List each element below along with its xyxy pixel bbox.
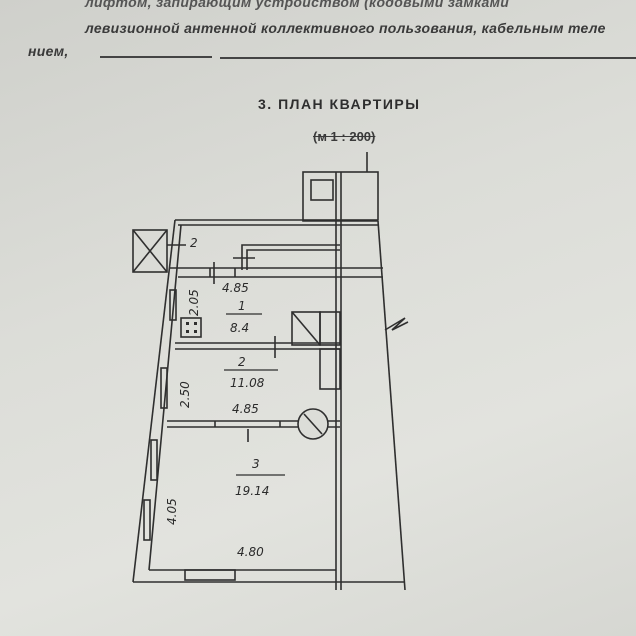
window [150, 439, 158, 481]
left-inner-wall [148, 224, 182, 571]
balcony [132, 229, 168, 273]
left-outer-wall [132, 219, 176, 583]
room-2-depth: 2.50 [178, 381, 192, 408]
window [169, 289, 177, 321]
room-3-width: 4.80 [237, 545, 264, 559]
vent [310, 179, 334, 201]
window [160, 367, 168, 409]
room-2-area: 11.08 [230, 376, 265, 390]
fill-in-blank [100, 56, 212, 58]
text-line-2: левизионной антенной коллективного польз… [85, 20, 606, 36]
section-title: 3. ПЛАН КВАРТИРЫ [258, 96, 421, 112]
window [184, 569, 236, 581]
right-outer-wall [377, 220, 406, 591]
text-line-3: нием, [28, 43, 69, 59]
fill-in-blank [220, 57, 636, 59]
room-1-width: 4.85 [222, 281, 249, 295]
top-wall [175, 219, 378, 222]
room-2-width: 4.85 [232, 402, 259, 416]
room-1-area: 8.4 [230, 321, 249, 335]
room-2-number: 2 [238, 355, 246, 369]
room-1-depth: 2.05 [187, 289, 201, 316]
break-line [384, 317, 409, 331]
room-1-number: 1 [238, 299, 246, 313]
window [143, 499, 151, 541]
room-3-area: 19.14 [235, 484, 269, 498]
room-3-depth: 4.05 [165, 498, 179, 525]
scale-label: (м 1 : 200) [313, 129, 376, 144]
room-3-number: 3 [252, 457, 260, 471]
balcony-label: 2 [190, 236, 198, 250]
text-line-1: лифтом, запирающим устройством (кодовыми… [85, 0, 510, 10]
stove-icon [180, 317, 202, 338]
